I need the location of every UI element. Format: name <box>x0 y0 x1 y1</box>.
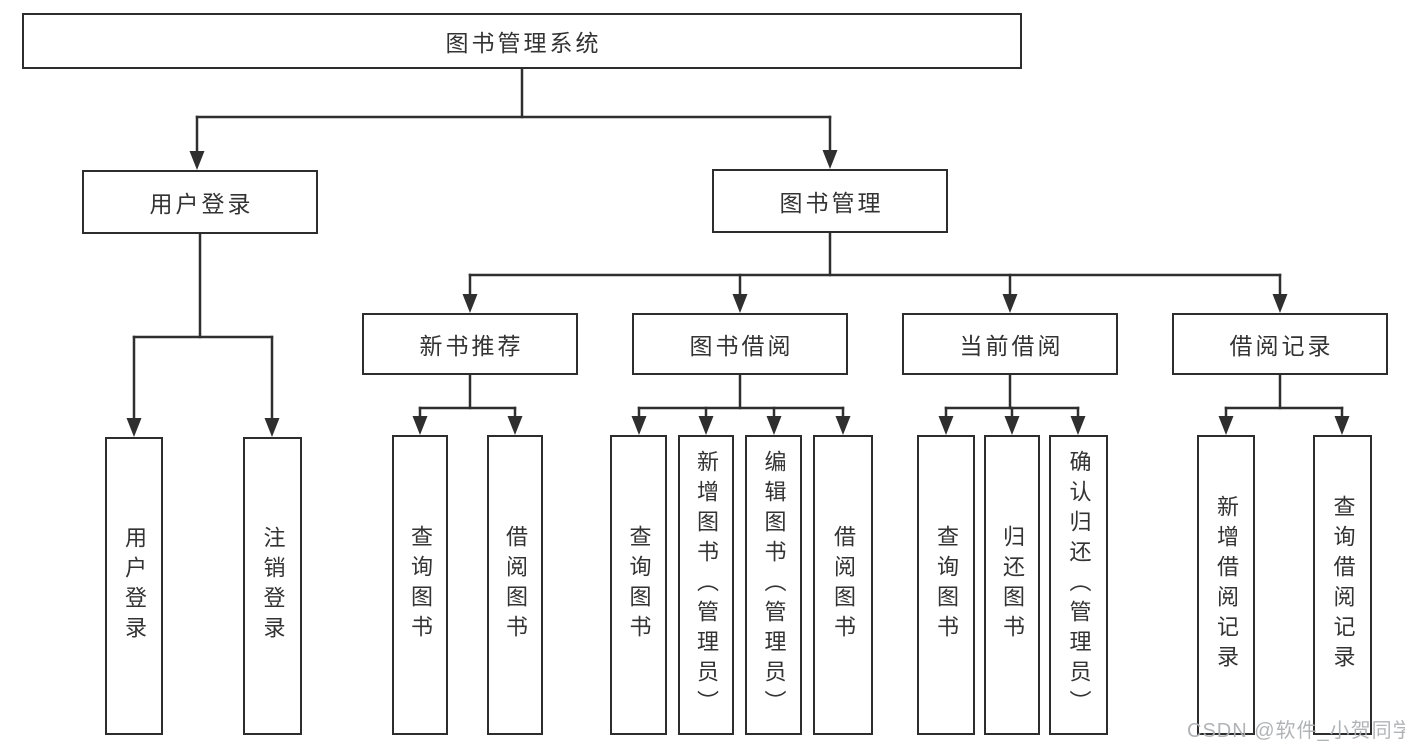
leaf-borrowgroup-edit-books-admin: 编辑图书（管理员） <box>745 435 802 735</box>
csdn-watermark: CSDN @软件_小贺同学 <box>1187 720 1405 742</box>
leaf-newgroup-borrow-books: 借阅图书 <box>487 435 543 735</box>
node-root: 图书管理系统 <box>22 13 1022 69</box>
node-book-borrowing: 图书借阅 <box>632 313 848 375</box>
node-current-borrowing: 当前借阅 <box>902 313 1118 375</box>
leaf-user-login: 用户登录 <box>105 437 163 735</box>
leaf-logout: 注销登录 <box>243 437 302 735</box>
node-user-login: 用户登录 <box>82 170 318 234</box>
node-book-management: 图书管理 <box>712 169 948 233</box>
leaf-currentgroup-confirm-return-admin: 确认归还（管理员） <box>1049 435 1108 735</box>
leaf-borrowgroup-add-books-admin: 新增图书（管理员） <box>678 435 734 735</box>
node-borrowing-records: 借阅记录 <box>1172 313 1388 375</box>
leaf-recordgroup-add-record: 新增借阅记录 <box>1197 435 1255 735</box>
node-new-book-recommend: 新书推荐 <box>362 313 578 375</box>
leaf-newgroup-query-books: 查询图书 <box>392 435 448 735</box>
leaf-borrowgroup-borrow-books: 借阅图书 <box>813 435 873 735</box>
leaf-recordgroup-query-record: 查询借阅记录 <box>1313 435 1372 735</box>
leaf-currentgroup-return-books: 归还图书 <box>984 435 1040 735</box>
leaf-borrowgroup-query-books: 查询图书 <box>610 435 667 735</box>
leaf-currentgroup-query-books: 查询图书 <box>917 435 975 735</box>
